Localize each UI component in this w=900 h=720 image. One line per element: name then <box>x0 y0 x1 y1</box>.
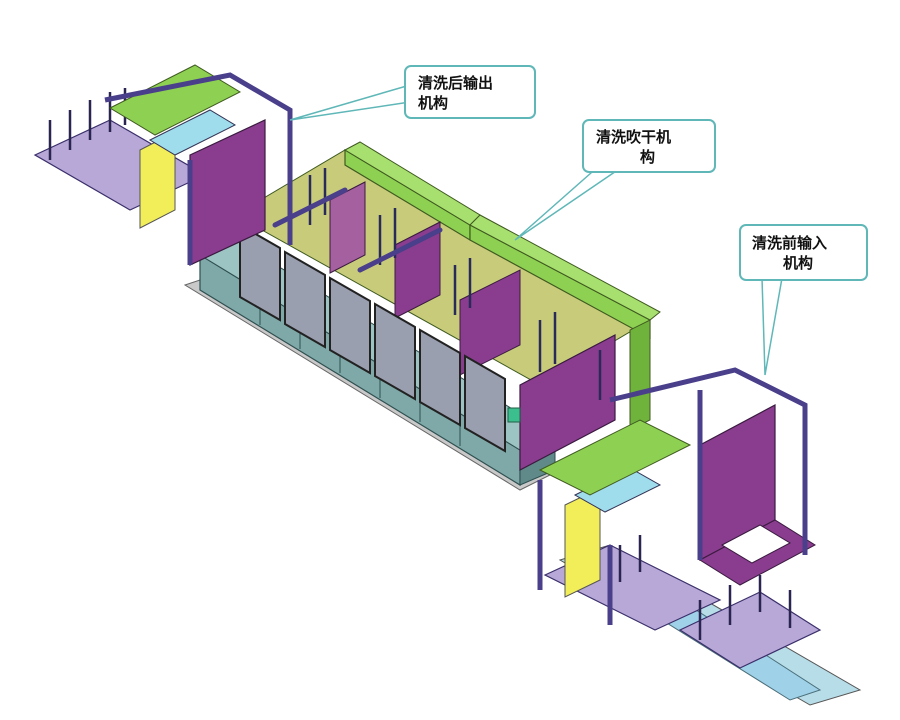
callout-input-line1: 清洗前输入 <box>752 234 827 252</box>
output-mechanism <box>33 64 293 266</box>
input-mechanism <box>537 367 822 669</box>
transfer-bars <box>272 187 443 273</box>
callout-output-line1: 清洗后输出 <box>418 74 493 92</box>
callout-dryer: 清洗吹干机 构 <box>514 119 716 241</box>
callout-output-line2: 机构 <box>418 94 448 112</box>
callout-output: 清洗后输出 机构 <box>289 65 536 121</box>
callout-input-line2: 机构 <box>783 254 813 272</box>
tank-glass-doors <box>239 223 506 453</box>
hanger-rods <box>308 168 602 400</box>
callout-input: 清洗前输入 机构 <box>739 224 868 376</box>
callout-dryer-line1: 清洗吹干机 <box>596 128 671 146</box>
control-panel <box>507 407 521 423</box>
tank-partitions <box>329 181 616 471</box>
callout-dryer-line2: 构 <box>640 148 655 166</box>
